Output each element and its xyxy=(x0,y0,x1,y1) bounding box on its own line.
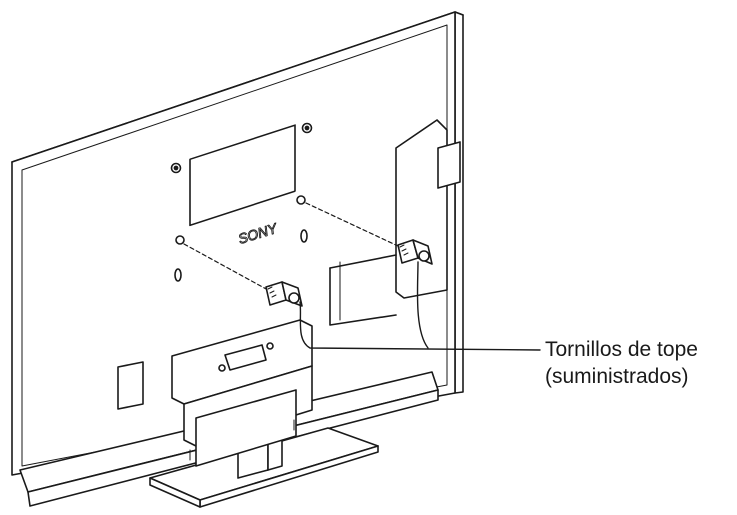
callout-leader xyxy=(299,261,541,351)
insertion-guides xyxy=(183,202,399,291)
screw-right xyxy=(397,239,433,265)
rear-port xyxy=(117,361,144,410)
screw-left xyxy=(265,281,303,307)
callout-label-line1: Tornillos de tope xyxy=(545,338,698,361)
mounting-holes xyxy=(170,122,313,282)
tv-panel-back xyxy=(11,11,464,476)
callout-label-line2: (suministrados) xyxy=(545,365,689,388)
stand-bracket xyxy=(171,319,313,467)
callout-label: Tornillos de tope (suministrados) xyxy=(545,336,698,390)
rear-recess xyxy=(189,124,296,227)
